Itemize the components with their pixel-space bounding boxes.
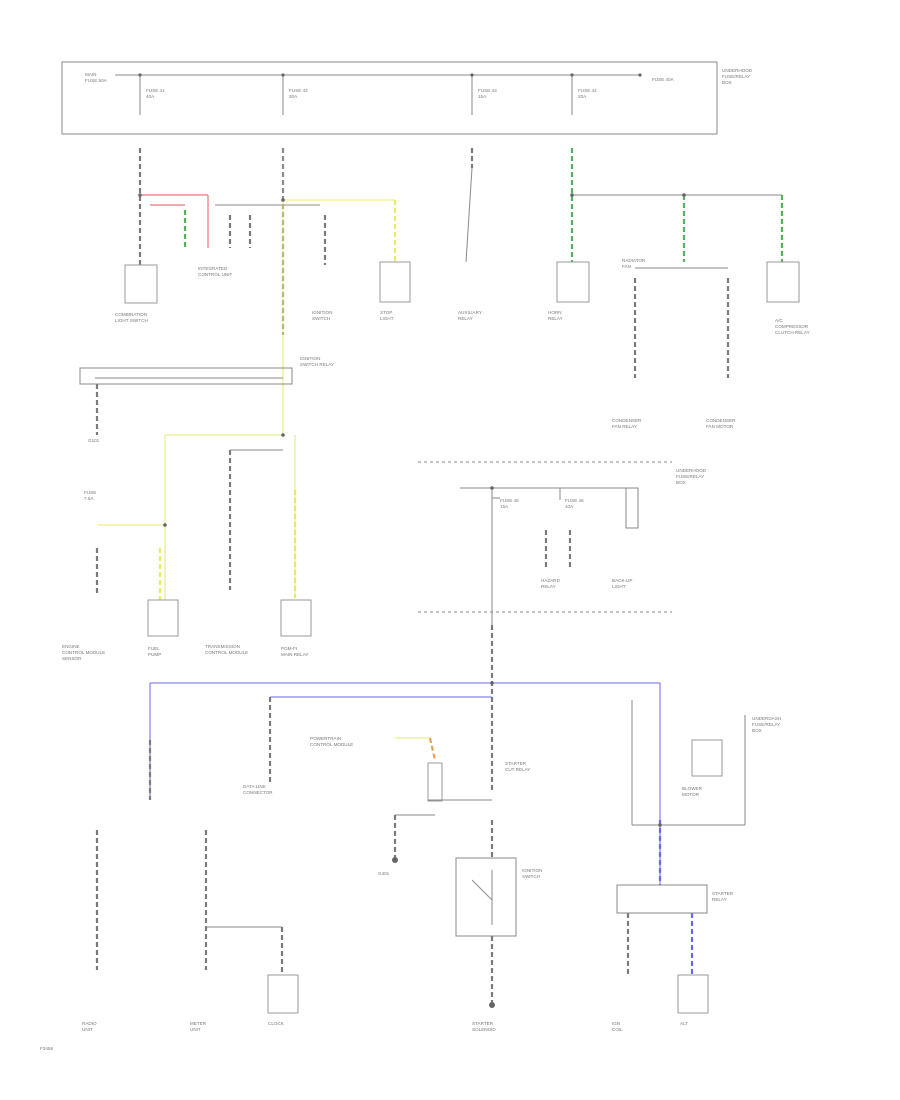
- c-relay2-l2: RELAY: [712, 897, 727, 902]
- fuse4-l2: 20A: [578, 94, 587, 99]
- fuse2-l2: 30A: [289, 94, 298, 99]
- c-pcm-l1: POWERTRAIN: [310, 736, 341, 741]
- fuse2-l1: FUSE 42: [289, 88, 308, 93]
- lower-box-l2: FUSE/RELAY: [752, 722, 780, 727]
- lower-box-l1: UNDERDASH: [752, 716, 781, 721]
- c-cond2-l2: FAN MOTOR: [706, 424, 734, 429]
- c-blower-l1: BLOWER: [682, 786, 703, 791]
- c-meter-l2: UNIT: [190, 1027, 201, 1032]
- main-fuse-left-l2: FUSE 50A: [85, 78, 108, 83]
- c-engine-l1: ENGINE: [62, 644, 80, 649]
- c-left-l2: LIGHT SWITCH: [115, 318, 148, 323]
- fuse-mid-l2: 7.5A: [84, 496, 94, 501]
- c-igsw-l1: IGNITION: [312, 310, 332, 315]
- c-rad-l1: RADIATOR: [622, 258, 646, 263]
- main-fuse-left-l1: MAIN: [85, 72, 96, 77]
- c-trans-l1: TRANSMISSION: [205, 644, 240, 649]
- c-cond1-l2: FAN RELAY: [612, 424, 637, 429]
- c-pgm-l1: PGM-FI: [281, 646, 297, 651]
- c-clock-l1: CLOCK: [268, 1021, 285, 1026]
- main-box-label-l2: FUSE/RELAY: [722, 74, 750, 79]
- c-stop-l1: STOP: [380, 310, 392, 315]
- upper-connectors: COMBINATION LIGHT SWITCH INTEGRATED CONT…: [115, 258, 810, 429]
- f-inner1-l1: FUSE 45: [500, 498, 519, 503]
- c-bottom-mid-l1: STARTER: [472, 1021, 494, 1026]
- main-fuse-box: MAIN FUSE 50A FUSE 40A FUSE 41 40A FUSE …: [61, 61, 753, 135]
- middle-left-wiring: IGNITION SWITCH RELAY G101 FUSE 7.5A ENG…: [62, 356, 334, 661]
- c-mid-l1: INTEGRATED: [198, 266, 228, 271]
- c-engine-l2: CONTROL MODULE: [62, 650, 105, 655]
- upper-wiring: [138, 148, 784, 435]
- c-ac-l2: COMPRESSOR: [775, 324, 809, 329]
- c-hazard-l2: RELAY: [541, 584, 556, 589]
- c-backup-l2: LIGHT: [612, 584, 626, 589]
- c-relay2-l1: STARTER: [712, 891, 734, 896]
- fuse-mid-l1: FUSE: [84, 490, 96, 495]
- c-pcm-l2: CONTROL MODULE: [310, 742, 353, 747]
- c-meter-l1: METER: [190, 1021, 207, 1026]
- c-bottom-r2-l1: ALT: [680, 1021, 688, 1026]
- c-pgm-l2: MAIN RELAY: [281, 652, 308, 657]
- c-bottom-mid-l2: SOLENOID: [472, 1027, 496, 1032]
- c-ground-l1: G401: [378, 871, 390, 876]
- c-switch-l1: IGNITION: [522, 868, 542, 873]
- c-starter-l1: STARTER: [505, 761, 527, 766]
- lower-wiring: DATA LINK CONNECTOR POWERTRAIN CONTROL M…: [40, 625, 781, 1051]
- fuse1-l1: FUSE 41: [146, 88, 165, 93]
- c-dlc-l1: DATA LINK: [243, 784, 267, 789]
- c-blower-l2: MOTOR: [682, 792, 700, 797]
- c-igsw-l2: SWITCH: [312, 316, 330, 321]
- c-bottom-r1-l1: IGN: [612, 1021, 620, 1026]
- mini-box-label-l3: BOX: [676, 480, 686, 485]
- c-mid-l2: CONTROL UNIT: [198, 272, 232, 277]
- mini-box-label-l1: UNDERHOOD: [676, 468, 707, 473]
- c-stop-l2: LIGHT: [380, 316, 394, 321]
- main-box-label-l3: BOX: [722, 80, 732, 85]
- footer-code: F3456: [40, 1046, 53, 1051]
- f-inner2-l1: FUSE 46: [565, 498, 584, 503]
- c-switch-l2: SWITCH: [522, 874, 540, 879]
- lower-box-l3: BOX: [752, 728, 762, 733]
- f-inner1-l2: 15A: [500, 504, 509, 509]
- svg-text:MAIN: MAIN: [85, 72, 96, 77]
- ground-g1: G101: [88, 438, 100, 443]
- c-radio-l2: UNIT: [82, 1027, 93, 1032]
- c-left-l1: COMBINATION: [115, 312, 147, 317]
- c-hazard-l1: HAZARD: [541, 578, 561, 583]
- mini-box-label-l2: FUSE/RELAY: [676, 474, 704, 479]
- c-backup-l1: BACK-UP: [612, 578, 632, 583]
- main-box-label-l1: UNDERHOOD: [722, 68, 753, 73]
- c-fuel-l1: FUEL: [148, 646, 160, 651]
- ig-relay-l1: IGNITION: [300, 356, 320, 361]
- inner-fuse-box: UNDERHOOD FUSE/RELAY BOX FUSE 45 15A FUS…: [418, 461, 707, 625]
- c-ac-l1: A/C: [775, 318, 783, 323]
- c-starter-l2: CUT RELAY: [505, 767, 530, 772]
- c-ac-l3: CLUTCH RELAY: [775, 330, 810, 335]
- main-fuse-right-label: FUSE 40A: [652, 77, 675, 82]
- ig-relay-l2: SWITCH RELAY: [300, 362, 334, 367]
- c-aux-l2: RELAY: [458, 316, 473, 321]
- c-horn-l2: RELAY: [548, 316, 563, 321]
- c-cond1-l1: CONDENSER: [612, 418, 642, 423]
- c-trans-l2: CONTROL MODULE: [205, 650, 248, 655]
- c-engine-l3: SENSOR: [62, 656, 82, 661]
- fuse1-l2: 40A: [146, 94, 155, 99]
- svg-text:FUSE 50A: FUSE 50A: [85, 78, 108, 83]
- c-bottom-r1-l2: COIL: [612, 1027, 623, 1032]
- c-aux-l1: AUXILIARY: [458, 310, 482, 315]
- c-cond2-l1: CONDENSER: [706, 418, 736, 423]
- fuse3-l1: FUSE 43: [478, 88, 497, 93]
- c-dlc-l2: CONNECTOR: [243, 790, 273, 795]
- c-horn-l1: HORN: [548, 310, 562, 315]
- fuse3-l2: 15A: [478, 94, 487, 99]
- fuse4-l1: FUSE 44: [578, 88, 597, 93]
- c-fuel-l2: PUMP: [148, 652, 161, 657]
- c-radio-l1: RADIO: [82, 1021, 97, 1026]
- c-rad-l2: FAN: [622, 264, 631, 269]
- f-inner2-l2: 10A: [565, 504, 574, 509]
